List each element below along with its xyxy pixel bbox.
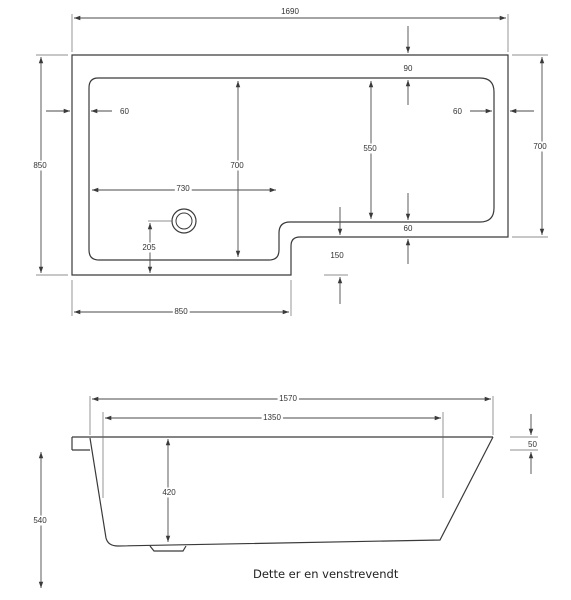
- top-view-inner-basin: [88, 77, 495, 261]
- caption-text: Dette er en venstrevendt: [253, 567, 399, 581]
- label-backdrop: [140, 242, 158, 253]
- label-backdrop: [531, 141, 549, 152]
- label-overall-width: 850: [33, 161, 47, 170]
- label-backdrop: [31, 515, 49, 526]
- label-inner-depth-left: 700: [230, 161, 244, 170]
- label-wide-end-width: 850: [174, 307, 188, 316]
- label-top-length: 1570: [279, 394, 297, 403]
- label-overall-length: 1690: [281, 7, 299, 16]
- label-total-height: 540: [33, 516, 47, 525]
- side-view-waste-outlet: [149, 545, 187, 552]
- label-step-offset: 150: [330, 251, 344, 260]
- label-backdrop: [279, 6, 301, 17]
- label-drain-offset: 205: [142, 243, 156, 252]
- label-inner-depth-right: 550: [363, 144, 377, 153]
- label-rim-height: 50: [528, 440, 537, 449]
- top-view: 1690 850 700 90 60 60 700 550 730: [31, 6, 549, 317]
- label-backdrop: [172, 306, 190, 317]
- label-backdrop: [526, 439, 539, 450]
- label-backdrop: [31, 160, 49, 171]
- label-backdrop: [160, 487, 178, 498]
- label-inner-depth: 420: [162, 488, 176, 497]
- label-backdrop: [118, 106, 131, 117]
- label-backdrop: [228, 160, 246, 171]
- label-backdrop: [361, 143, 379, 154]
- drain-inner-ring: [175, 212, 193, 230]
- label-rim-left: 60: [120, 107, 129, 116]
- top-view-outer-outline: [71, 54, 509, 276]
- label-rim-step: 60: [404, 224, 413, 233]
- label-backdrop: [328, 250, 346, 261]
- label-rim-right: 60: [453, 107, 462, 116]
- label-bottom-length: 1350: [263, 413, 281, 422]
- label-backdrop: [261, 412, 283, 423]
- label-rim-top: 90: [404, 64, 413, 73]
- label-backdrop: [277, 393, 299, 404]
- label-inner-length-left: 730: [176, 184, 190, 193]
- side-view: 1570 1350 540 50 420: [31, 393, 539, 588]
- side-view-body: [89, 436, 494, 547]
- label-backdrop: [402, 63, 415, 74]
- label-backdrop: [402, 223, 415, 234]
- label-backdrop: [451, 106, 464, 117]
- label-backdrop: [174, 183, 192, 194]
- label-narrow-end-depth: 700: [533, 142, 547, 151]
